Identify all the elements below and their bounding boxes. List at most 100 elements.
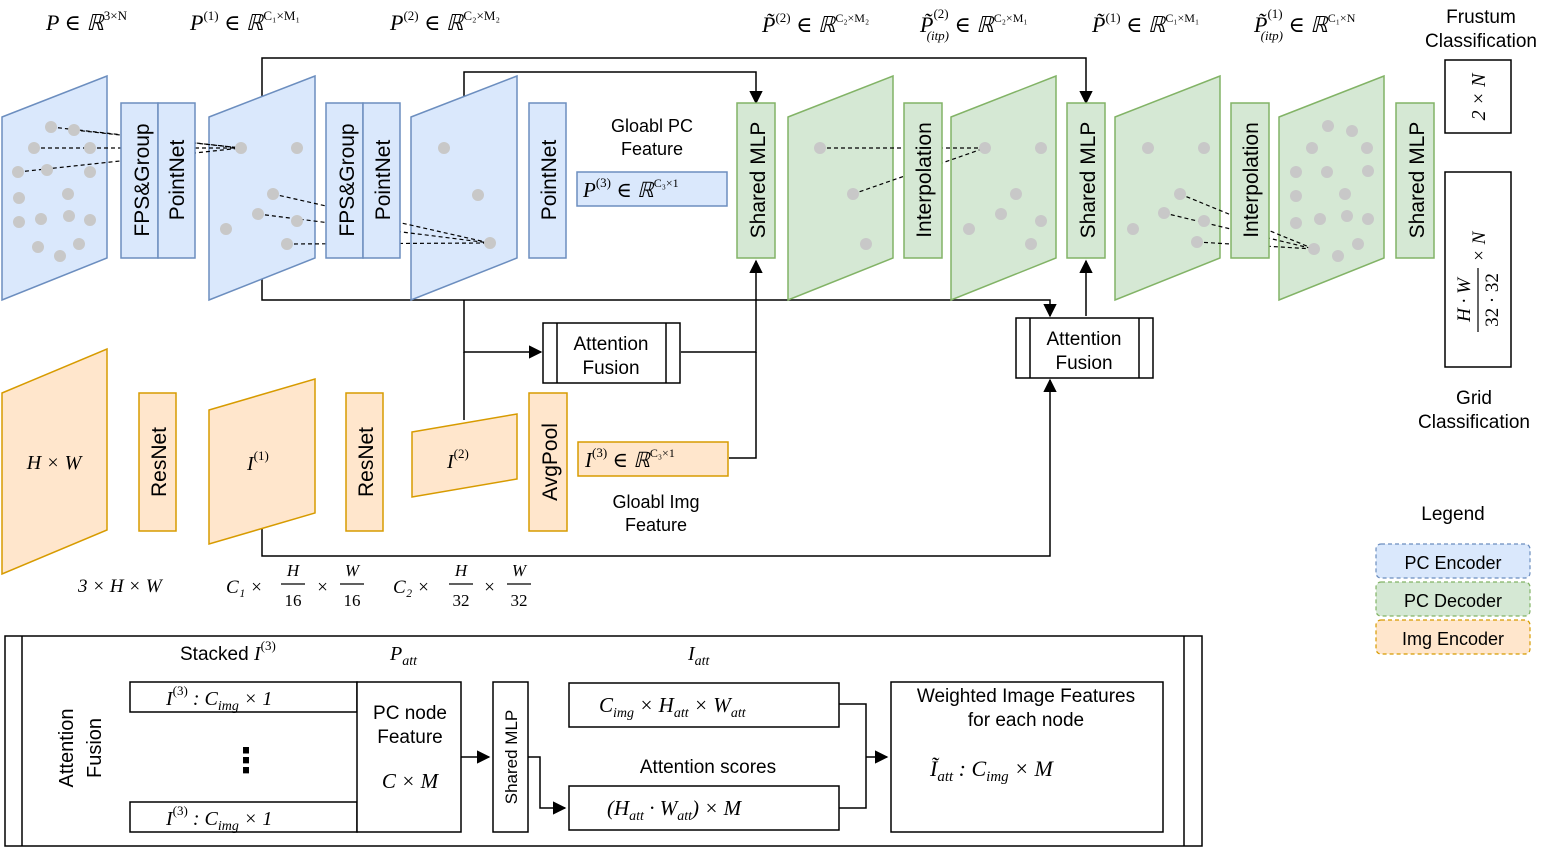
blocks-top: FPS&Group PointNet FPS&Group PointNet Po… [120, 102, 1435, 259]
arrow-to-attention-fusion-right [261, 258, 1057, 318]
img-plane-2-label: I(2) [446, 446, 469, 473]
stacked-label: Stacked I(3) [180, 638, 276, 665]
shared-mlp-block-3: Shared MLP [1395, 102, 1435, 259]
svg-text:32: 32 [453, 591, 470, 610]
legend-img-encoder: Img Encoder [1402, 629, 1504, 649]
weighted-label-2: for each node [968, 710, 1084, 731]
svg-text:C₂ ×: C₂ × [393, 577, 430, 598]
svg-text:H: H [286, 561, 301, 580]
attention-fusion-right: Attention Fusion [1015, 317, 1154, 379]
legend-pc-decoder: PC Decoder [1404, 591, 1502, 611]
detail-side-label-1: Attention [56, 709, 78, 788]
cimg-box [568, 682, 840, 728]
dim-label-1: C₁ × H 16 × W 16 [226, 561, 364, 610]
global-pc-title-1: Gloabl PC [611, 116, 693, 136]
merge-lines [839, 703, 867, 809]
img-plane-0: H × W [1, 347, 108, 576]
frustum-output-box: 2 × N [1444, 59, 1512, 134]
frustum-label-2: Classification [1425, 31, 1537, 52]
shared-mlp-label-3: Shared MLP [1406, 122, 1429, 239]
stacked-row-top-label: I(3) : Cimg × 1 [165, 683, 272, 714]
pc-plane-4-decoder [950, 74, 1057, 302]
shared-mlp-label-2: Shared MLP [1077, 122, 1100, 239]
stacked-row-bottom [129, 801, 358, 833]
label-pt2-itp: P̃(2)(itp) ∈ ℝC₂×M₁ [919, 6, 1028, 43]
arrow-i1-to-attention-fusion-right [261, 378, 1057, 557]
attn-scores-title: Attention scores [640, 757, 776, 778]
legend: Legend PC Encoder PC Decoder Img Encoder [1375, 504, 1531, 655]
top-labels: P ∈ ℝ3×N P(1) ∈ ℝC₁×M₁ P(2) ∈ ℝC₂×M₂ P̃(… [45, 6, 1537, 52]
stacked-row-top [129, 681, 358, 713]
pc-node-label-2: Feature [377, 727, 442, 748]
dim-label-0: 3 × H × W [77, 576, 164, 597]
legend-pc-encoder: PC Encoder [1404, 553, 1501, 573]
interpolation-block-1: Interpolation [903, 102, 943, 259]
resnet-label-2: ResNet [355, 427, 378, 497]
dim-label-2: C₂ × H 32 × W 32 [393, 561, 531, 610]
detail-shared-mlp-box [492, 681, 529, 833]
dim-labels: 3 × H × W C₁ × H 16 × W 16 C₂ × H 32 × W… [77, 561, 531, 610]
attention-fusion-left-label-1: Attention [574, 334, 649, 355]
arrow-to-attention-fusion-left [463, 300, 543, 359]
pc-node-label-1: PC node [373, 703, 447, 724]
svg-text:16: 16 [285, 591, 302, 610]
weighted-label-1: Weighted Image Features [917, 686, 1135, 707]
pc-plane-5-decoder [1114, 74, 1221, 302]
pc-plane-2 [410, 74, 518, 302]
global-img-feature: I(3) ∈ ℝC₃×1 Gloabl Img Feature [577, 441, 729, 535]
i-att-label: Iatt [687, 643, 711, 669]
svg-text:W: W [345, 561, 361, 580]
pointnet-label-3: PointNet [538, 140, 561, 221]
weighted-features-box [890, 681, 1164, 833]
svg-text:W: W [512, 561, 528, 580]
interpolation-label-2: Interpolation [1240, 122, 1263, 238]
attention-fusion-left-label-2: Fusion [582, 358, 639, 379]
attn-scores-box [568, 785, 840, 831]
img-plane-0-label: H × W [26, 452, 84, 474]
resnet-block-1: ResNet [138, 392, 177, 532]
stacked-ellipsis: ⋮ [229, 742, 263, 780]
stacked-row-bottom-label: I(3) : Cimg × 1 [165, 803, 272, 834]
label-p2: P(2) ∈ ℝC₂×M₂ [389, 8, 500, 35]
attention-fusion-left: Attention Fusion [542, 322, 681, 384]
global-pc-box [576, 171, 728, 207]
svg-text:C₁ ×: C₁ × [226, 577, 263, 598]
attention-fusion-right-label-1: Attention [1047, 329, 1122, 350]
attention-fusion-right-label-2: Fusion [1055, 353, 1112, 374]
shared-mlp-label-1: Shared MLP [747, 122, 770, 239]
detail-shared-mlp-label: Shared MLP [502, 710, 521, 805]
label-p: P ∈ ℝ3×N [45, 8, 128, 35]
pc-plane-3-decoder [787, 74, 894, 302]
fps-group-label-1: FPS&Group [131, 123, 154, 236]
legend-swatch-pc-encoder [1375, 543, 1531, 579]
global-pc-feature: Gloabl PC Feature P(3) ∈ ℝC₃×1 [576, 116, 728, 207]
interpolation-label-1: Interpolation [913, 122, 936, 238]
global-pc-title-2: Feature [621, 139, 683, 159]
svg-text:×: × [483, 577, 496, 598]
label-pt2: P̃(2) ∈ ℝC₂×M₂ [761, 10, 869, 37]
shared-mlp-block-2: Shared MLP [1066, 102, 1106, 259]
pointnet-label-1: PointNet [166, 140, 189, 221]
global-img-formula: I(3) ∈ ℝC₃×1 [584, 445, 675, 472]
grid-label-2: Classification [1418, 412, 1530, 433]
avgpool-block: AvgPool [528, 392, 568, 532]
pointnet-block-3: PointNet [528, 102, 567, 259]
pointnet-label-2: PointNet [372, 140, 395, 221]
points [12, 120, 1374, 262]
pc-plane-1 [208, 74, 316, 302]
grid-output-box: H · W 32 · 32 × N [1444, 171, 1512, 368]
fps-group-block-1: FPS&Group [120, 102, 159, 259]
frustum-label-1: Frustum [1446, 7, 1516, 28]
global-pc-formula: P(3) ∈ ℝC₃×1 [582, 175, 679, 202]
pointnet-block-2: PointNet [362, 102, 401, 259]
grid-output-formula: H · W 32 · 32 × N [1454, 230, 1503, 332]
pc-plane-6-decoder [1278, 74, 1385, 302]
svg-text:H · W: H · W [1454, 276, 1475, 323]
legend-title: Legend [1421, 504, 1484, 525]
svg-text:×: × [316, 577, 329, 598]
global-img-title-1: Gloabl Img [612, 492, 699, 512]
global-img-title-2: Feature [625, 515, 687, 535]
grid-label-1: Grid [1456, 388, 1492, 409]
frustum-output-label: 2 × N [1468, 72, 1490, 120]
